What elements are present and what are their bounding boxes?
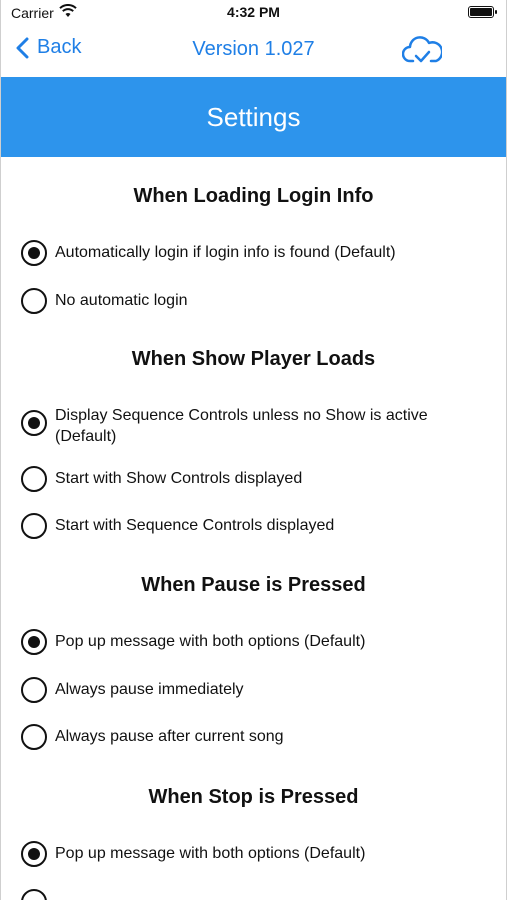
option-stop-popup[interactable]: Pop up message with both options (Defaul… [21,841,476,867]
option-label: Automatically login if login info is fou… [55,244,396,261]
wifi-icon [59,4,77,21]
settings-content: When Loading Login Info Automatically lo… [1,157,506,900]
battery-icon [468,6,497,18]
option-label: Pop up message with both options (Defaul… [55,845,366,862]
status-bar: Carrier 4:32 PM [1,0,506,26]
section-title-stop: When Stop is Pressed [148,786,359,808]
option-no-auto-login[interactable]: No automatic login [21,288,476,314]
option-display-sequence-controls[interactable]: Display Sequence Controls unless no Show… [21,403,476,447]
radio-icon[interactable] [21,240,47,266]
radio-icon[interactable] [21,724,47,750]
back-label: Back [37,36,82,58]
option-label: Always pause immediately [55,681,244,698]
radio-icon[interactable] [21,466,47,492]
radio-icon[interactable] [21,677,47,703]
radio-icon[interactable] [21,410,47,436]
page-title: Settings [206,101,301,132]
option-auto-login[interactable]: Automatically login if login info is fou… [21,240,476,266]
option-start-sequence-controls[interactable]: Start with Sequence Controls displayed [21,513,476,539]
option-pause-immediately[interactable]: Always pause immediately [21,677,476,703]
status-left: Carrier [11,4,77,21]
section-title-login: When Loading Login Info [133,185,374,207]
option-label: Start with Show Controls displayed [55,470,303,487]
section-title-pause: When Pause is Pressed [141,574,366,596]
carrier-label: Carrier [11,4,54,21]
radio-icon[interactable] [21,513,47,539]
option-partial[interactable] [21,889,476,900]
option-label: Pop up message with both options (Defaul… [55,633,366,650]
status-time: 4:32 PM [227,4,280,20]
option-start-show-controls[interactable]: Start with Show Controls displayed [21,466,476,492]
settings-header: Settings [1,77,506,157]
nav-bar: Back Version 1.027 [1,26,506,76]
section-title-show-player: When Show Player Loads [131,348,376,370]
chevron-left-icon [16,37,29,58]
radio-icon[interactable] [21,889,47,900]
back-button[interactable]: Back [15,36,81,59]
option-label: Display Sequence Controls unless no Show… [55,407,428,445]
radio-icon[interactable] [21,288,47,314]
option-label: Always pause after current song [55,728,284,745]
option-pause-popup[interactable]: Pop up message with both options (Defaul… [21,629,476,655]
cloud-check-icon[interactable] [402,34,442,66]
option-label: No automatic login [55,292,188,309]
radio-icon[interactable] [21,629,47,655]
option-label: Start with Sequence Controls displayed [55,517,335,534]
radio-icon[interactable] [21,841,47,867]
option-pause-after-song[interactable]: Always pause after current song [21,724,476,750]
